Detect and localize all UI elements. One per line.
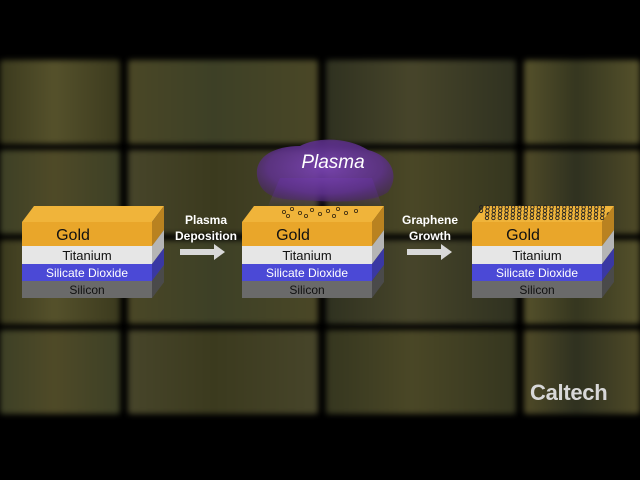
layer-label-silicon: Silicon — [289, 283, 324, 297]
plasma-particle — [318, 211, 323, 216]
layer-label-titanium: Titanium — [512, 248, 561, 263]
graphene-cell — [555, 205, 561, 210]
plasma-particle — [304, 213, 309, 218]
arrow-label-line1: Graphene — [402, 213, 458, 227]
layer-label-titanium: Titanium — [62, 248, 111, 263]
graphene-lattice — [478, 205, 611, 221]
arrow-plasma-deposition: Plasma Deposition — [175, 213, 237, 260]
layer-gold — [472, 222, 602, 246]
layer-gold — [22, 222, 152, 246]
layer-label-silicon: Silicon — [69, 283, 104, 297]
layer-silicate-dioxide — [22, 264, 152, 281]
graphene-cell — [600, 205, 605, 210]
plasma-particle — [298, 210, 303, 215]
background-tile — [326, 330, 516, 414]
layer-silicon — [242, 281, 372, 298]
gold-top-face — [242, 206, 384, 222]
graphene-cell — [511, 205, 516, 210]
background-tile — [0, 330, 120, 414]
plasma-particle — [332, 213, 337, 218]
stack-bare: Gold Titanium Silicate Dioxide Silicon — [22, 206, 164, 298]
graphene-cell — [479, 205, 484, 210]
plasma-particle — [354, 208, 359, 213]
plasma-cloud-shape — [256, 139, 394, 202]
layer-label-silicon: Silicon — [519, 283, 554, 297]
layer-label-silicate-dioxide: Silicate Dioxide — [266, 266, 348, 280]
layer-silicate-dioxide — [472, 264, 602, 281]
graphene-cell — [517, 205, 522, 210]
layer-label-titanium: Titanium — [282, 248, 331, 263]
graphene-cell — [485, 205, 490, 210]
graphene-cell — [568, 205, 573, 210]
background-tile — [524, 60, 640, 144]
layer-silicon — [22, 281, 152, 298]
graphene-cell — [523, 205, 529, 210]
stack-layers: Gold Titanium Silicate Dioxide Silicon — [22, 206, 164, 298]
graphene-cell — [594, 205, 599, 210]
layer-label-gold: Gold — [56, 227, 90, 244]
plasma-cloud-label: Plasma — [301, 152, 364, 173]
plasma-particle — [344, 210, 349, 215]
layer-label-silicate-dioxide: Silicate Dioxide — [46, 266, 128, 280]
graphene-cell — [581, 205, 586, 210]
graphene-cell — [587, 205, 593, 210]
graphene-cell — [530, 205, 535, 210]
graphene-cell — [562, 205, 567, 210]
layer-titanium — [472, 246, 602, 264]
background-tile — [326, 60, 516, 144]
layer-titanium — [22, 246, 152, 264]
caltech-watermark: Caltech — [530, 380, 608, 405]
plasma-particle — [326, 208, 331, 213]
layer-label-gold: Gold — [276, 227, 310, 244]
graphene-cell — [491, 205, 497, 210]
background-tile — [128, 330, 318, 414]
graphene-cell — [504, 205, 509, 210]
background-tile — [128, 60, 318, 144]
background-tile — [0, 60, 120, 144]
plasma-particle — [310, 207, 315, 212]
graphene-cell — [543, 205, 548, 210]
gold-top-face — [22, 206, 164, 222]
arrow-label-line2: Growth — [409, 229, 451, 243]
layer-gold — [242, 222, 372, 246]
graphene-cell — [575, 205, 580, 210]
layer-silicon — [472, 281, 602, 298]
layer-titanium — [242, 246, 372, 264]
plasma-particle — [336, 206, 341, 211]
background-tile — [524, 330, 640, 414]
layer-silicate-dioxide — [242, 264, 372, 281]
graphene-cell — [536, 205, 541, 210]
graphene-cell — [549, 205, 554, 210]
right-arrow-icon — [180, 244, 225, 260]
plasma-cloud: Plasma — [256, 139, 394, 206]
graphene-cell — [498, 205, 503, 210]
stack-graphene-grown: Gold Titanium Silicate Dioxide Silicon — [472, 205, 614, 298]
plasma-particle — [286, 213, 291, 218]
arrow-graphene-growth: Graphene Growth — [402, 213, 458, 260]
arrow-label-line1: Plasma — [185, 213, 227, 227]
layer-label-gold: Gold — [506, 227, 540, 244]
plasma-dot-particles — [282, 206, 359, 218]
plasma-particle — [290, 206, 295, 211]
stack-plasma-deposited: Gold Titanium Silicate Dioxide Silicon — [242, 206, 384, 298]
layer-label-silicate-dioxide: Silicate Dioxide — [496, 266, 578, 280]
right-arrow-icon — [407, 244, 452, 260]
arrow-label-line2: Deposition — [175, 229, 237, 243]
plasma-particle — [282, 209, 287, 214]
